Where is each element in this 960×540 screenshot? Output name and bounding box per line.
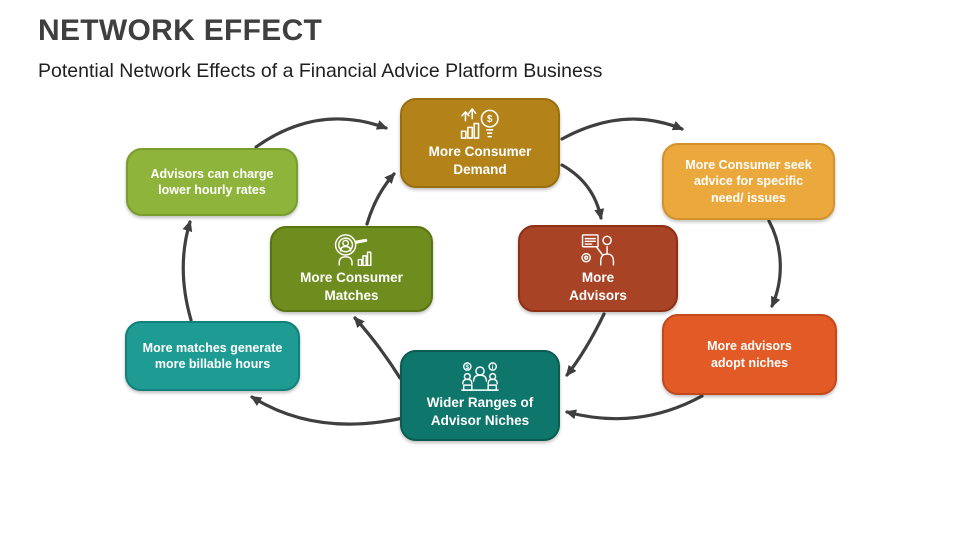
growth-bulb-icon: $ — [458, 107, 502, 140]
node-label: More matches generate more billable hour… — [142, 340, 283, 371]
consumer-search-icon — [331, 233, 373, 267]
node-more-advisors: More Advisors — [518, 225, 678, 312]
node-label: More Advisors — [569, 269, 627, 303]
arrow-demand-to-seek — [560, 117, 684, 141]
arrow-matches-to-demand — [365, 172, 396, 226]
advisor-team-icon: $ i — [459, 362, 501, 391]
arrow-seek-to-adopt — [767, 219, 782, 308]
arrow-wider-to-matches — [353, 316, 402, 380]
svg-text:i: i — [492, 364, 494, 371]
arrow-demand-to-advisors — [560, 163, 605, 220]
arrow-advisors-to-wider — [565, 312, 606, 377]
node-label: More advisors adopt niches — [707, 339, 792, 370]
node-advisors-adopt-niches: More advisors adopt niches — [662, 314, 837, 395]
node-label: More Consumer Matches — [300, 270, 403, 303]
arrow-wider-to-hours — [250, 395, 405, 426]
node-more-consumer-matches: More Consumer Matches — [270, 226, 433, 312]
node-label: Advisors can charge lower hourly rates — [150, 166, 274, 197]
advisor-presenter-icon — [578, 233, 618, 266]
arrow-adopt-to-wider — [565, 394, 704, 421]
slide-title: NETWORK EFFECT — [38, 14, 323, 47]
svg-text:$: $ — [487, 114, 493, 125]
arrow-lower-rates-to-demand — [254, 117, 388, 149]
slide-subtitle: Potential Network Effects of a Financial… — [38, 60, 603, 82]
node-more-billable-hours: More matches generate more billable hour… — [125, 321, 300, 391]
svg-text:$: $ — [466, 364, 470, 371]
node-more-consumer-demand: $ More Consumer Demand — [400, 98, 560, 188]
arrow-hours-to-rates — [181, 220, 193, 322]
node-consumer-seek-advice: More Consumer seek advice for specific n… — [662, 143, 835, 220]
node-label: More Consumer seek advice for specific n… — [685, 158, 812, 205]
node-label: Wider Ranges of Advisor Niches — [426, 394, 534, 428]
node-label: More Consumer Demand — [428, 144, 532, 177]
node-lower-hourly-rates: Advisors can charge lower hourly rates — [126, 148, 298, 216]
node-wider-advisor-niches: $ i Wider Ranges of Advisor Niches — [400, 350, 560, 441]
